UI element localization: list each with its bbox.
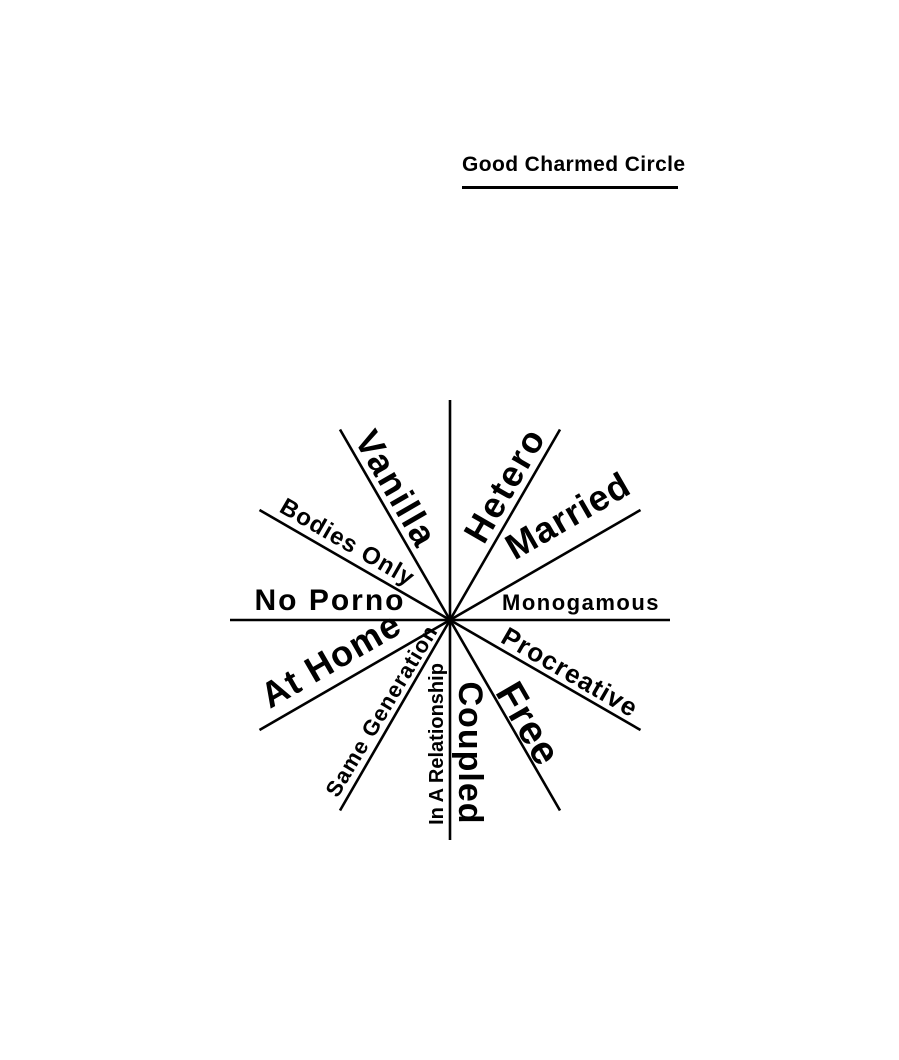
spoke-line-upper-right-60 [448, 428, 562, 621]
spoke-label-coupled: Coupled [451, 681, 489, 825]
spoke-label-monogamous: Monogamous [502, 590, 660, 615]
spoke-line-lower-left-60 [338, 619, 452, 812]
spoke-label-no-porno: No Porno [254, 584, 406, 617]
spoke-line-upper-right-30 [449, 508, 642, 622]
spoke-line-lower-right-30 [449, 618, 642, 732]
page-title: Good Charmed Circle [462, 153, 685, 189]
spoke-line-upper-left-30 [258, 508, 451, 622]
spoke-line-lower-left-30 [258, 618, 451, 732]
spoke-label-in-a-relationship: In A Relationship [426, 663, 448, 825]
spoke-line-upper-left-60 [338, 428, 452, 621]
spoke-line-lower-right-60 [448, 619, 562, 812]
